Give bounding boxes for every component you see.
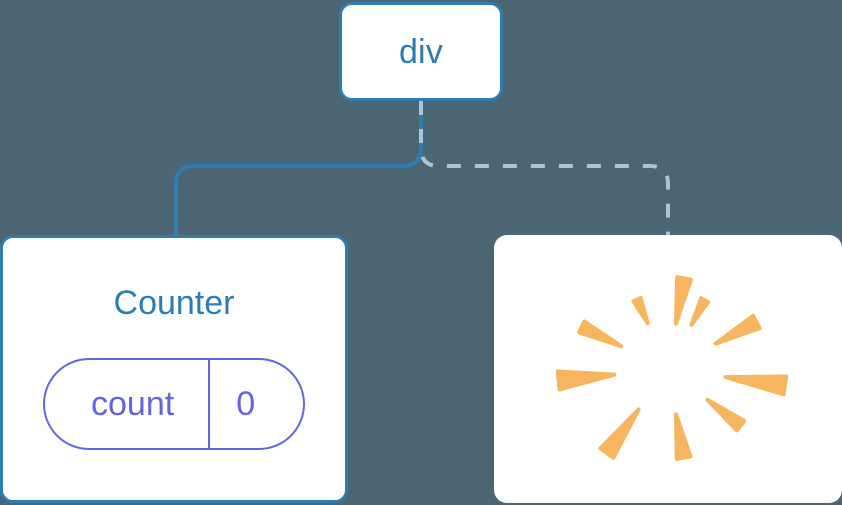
- ray-ne: [713, 313, 762, 346]
- ray-n: [673, 275, 693, 326]
- ray-ese: [705, 397, 747, 433]
- edge-div-to-counter: [174, 99, 423, 239]
- edge-div-to-sparkle: [419, 101, 670, 237]
- ray-s: [673, 412, 693, 461]
- node-div[interactable]: div: [339, 2, 503, 101]
- state-key-label: count: [91, 385, 175, 423]
- state-pill-divider: [208, 360, 211, 448]
- state-pill-count[interactable]: count 0: [43, 358, 305, 450]
- ray-wnw: [577, 319, 624, 349]
- node-counter-title: Counter: [113, 284, 235, 322]
- ray-nne: [689, 296, 711, 327]
- ray-nnw: [631, 295, 650, 326]
- node-sparkle[interactable]: [494, 235, 842, 503]
- state-value-label: 0: [236, 385, 256, 423]
- ray-w: [555, 369, 617, 392]
- ray-ssw: [598, 407, 641, 460]
- node-div-title: div: [398, 32, 444, 71]
- ray-e: [723, 374, 789, 397]
- node-counter[interactable]: Counter count 0: [0, 235, 348, 503]
- sparkle-burst-icon: [555, 275, 789, 461]
